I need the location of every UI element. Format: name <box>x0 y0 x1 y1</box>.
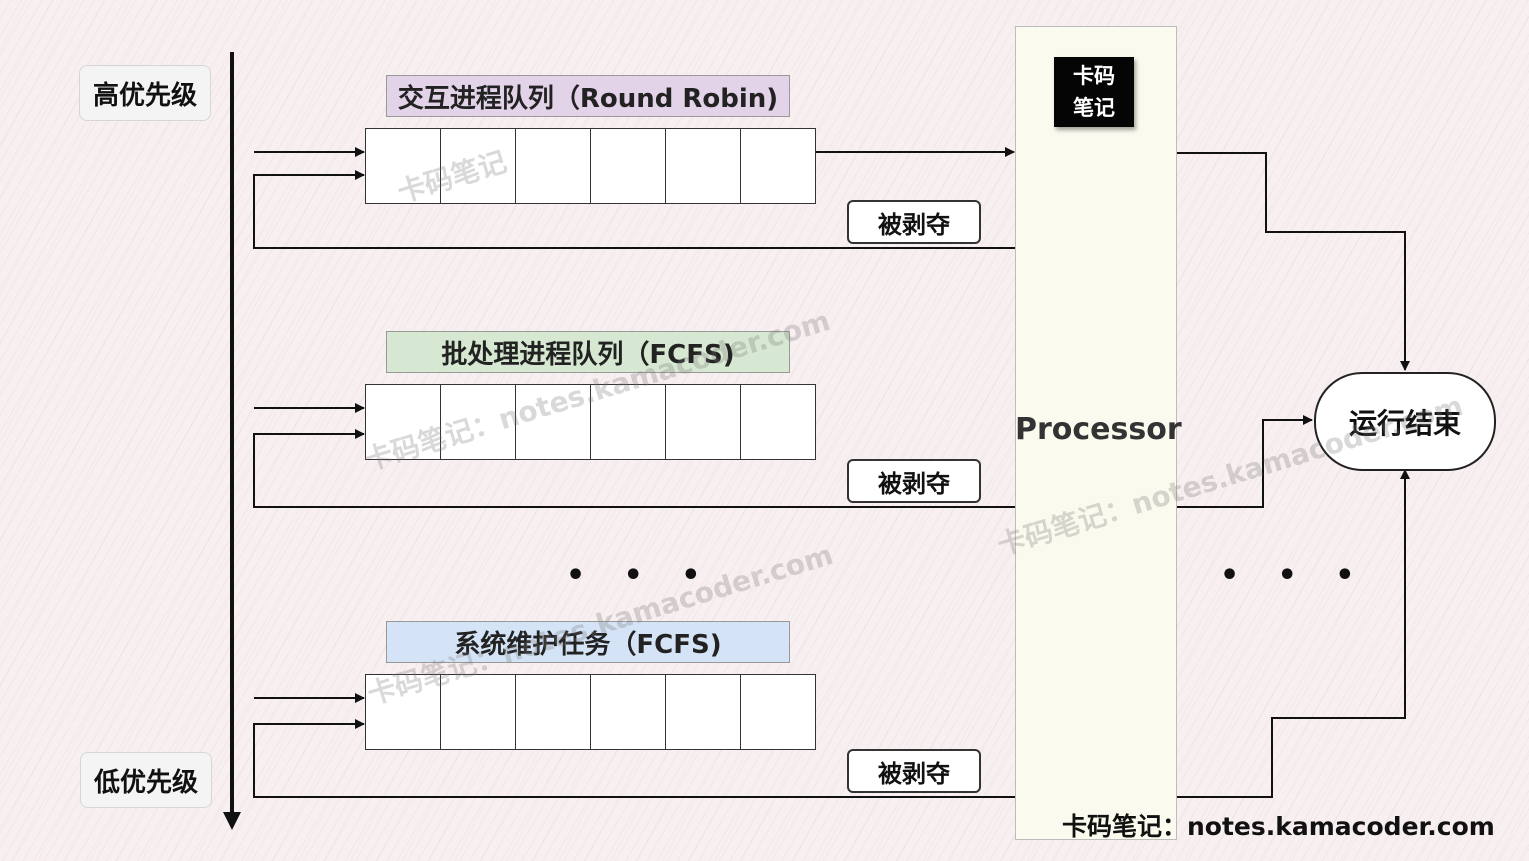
queue1-feedback-arrow <box>253 170 1015 249</box>
queue2-feedback-arrow <box>253 429 1015 508</box>
ellipsis-right: • • • <box>1220 558 1369 593</box>
queue-slot <box>591 129 666 203</box>
processor-to-end-top <box>1176 152 1410 371</box>
queue-slot <box>366 675 441 749</box>
queue-slot <box>366 385 441 459</box>
queue-batch <box>365 384 816 460</box>
queue-label-maintenance: 系统维护任务（FCFS) <box>386 621 790 663</box>
processor-label: Processor <box>1015 412 1182 447</box>
preempt-label-1: 被剥夺 <box>847 200 981 244</box>
queue-slot <box>666 675 741 749</box>
queue-slot <box>441 129 516 203</box>
queue-slot <box>516 129 591 203</box>
preempt-label-3: 被剥夺 <box>847 749 981 793</box>
queue-maintenance <box>365 674 816 750</box>
processor-to-end-bottom <box>1176 469 1410 798</box>
queue-label-interactive: 交互进程队列（Round Robin) <box>386 75 790 117</box>
queue-slot <box>366 129 441 203</box>
logo-line-2: 笔记 <box>1073 95 1115 120</box>
high-priority-label: 高优先级 <box>79 65 211 121</box>
brand-logo: 卡码 笔记 <box>1054 57 1134 127</box>
processor-box <box>1015 26 1177 840</box>
queue-slot <box>591 385 666 459</box>
queue-slot <box>441 675 516 749</box>
queue-slot <box>441 385 516 459</box>
queue-slot <box>741 129 815 203</box>
preempt-label-2: 被剥夺 <box>847 459 981 503</box>
logo-line-1: 卡码 <box>1073 63 1115 88</box>
queue-slot <box>741 385 815 459</box>
queue-slot <box>591 675 666 749</box>
queue3-feedback-arrow <box>253 719 1015 798</box>
footer-url: 卡码笔记：notes.kamacoder.com <box>1062 812 1495 841</box>
queue-interactive <box>365 128 816 204</box>
queue-slot <box>666 385 741 459</box>
queue-slot <box>666 129 741 203</box>
queue-slot <box>741 675 815 749</box>
queue-slot <box>516 385 591 459</box>
end-node: 运行结束 <box>1314 372 1496 471</box>
processor-to-end-middle <box>1176 415 1313 508</box>
queue-label-batch: 批处理进程队列（FCFS) <box>386 331 790 373</box>
queue-slot <box>516 675 591 749</box>
low-priority-label: 低优先级 <box>80 752 212 808</box>
ellipsis-left: • • • <box>566 558 715 593</box>
